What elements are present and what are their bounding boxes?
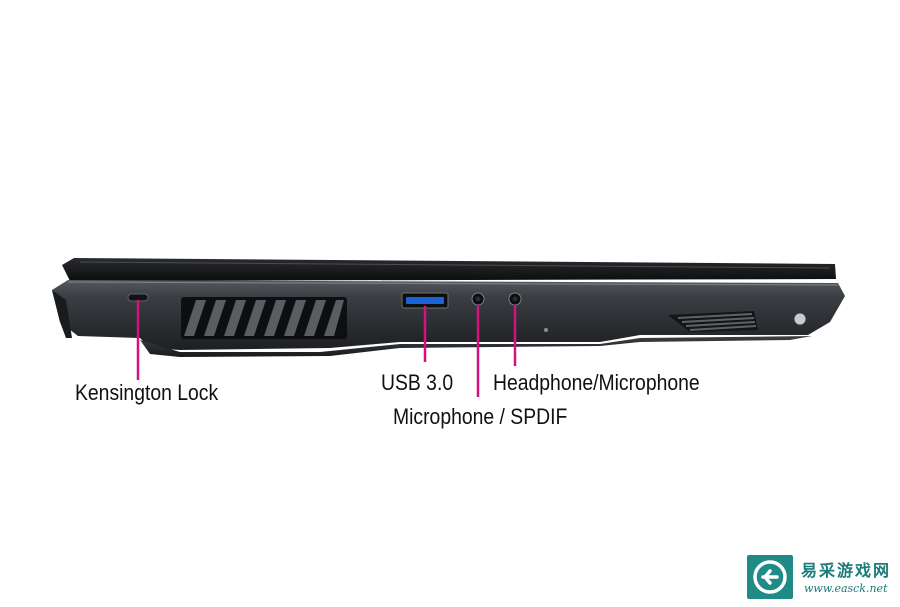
kensington-lock-slot <box>127 293 149 302</box>
watermark-chinese: 易采游戏网 <box>801 561 892 580</box>
e-logo-icon <box>747 555 793 599</box>
label-microphone-spdif: Microphone / SPDIF <box>393 404 568 429</box>
label-usb: USB 3.0 <box>381 370 454 395</box>
small-vent <box>668 311 758 332</box>
laptop-base <box>140 336 812 357</box>
watermark: 易采游戏网 www.easck.net <box>747 555 897 600</box>
label-headphone: Headphone/Microphone <box>493 370 700 395</box>
laptop-lid <box>62 258 836 281</box>
callout-lines <box>136 300 517 397</box>
round-button <box>793 312 807 326</box>
vent-fins <box>184 300 344 336</box>
watermark-url: www.easck.net <box>804 582 888 595</box>
label-kensington-lock: Kensington Lock <box>75 380 219 405</box>
